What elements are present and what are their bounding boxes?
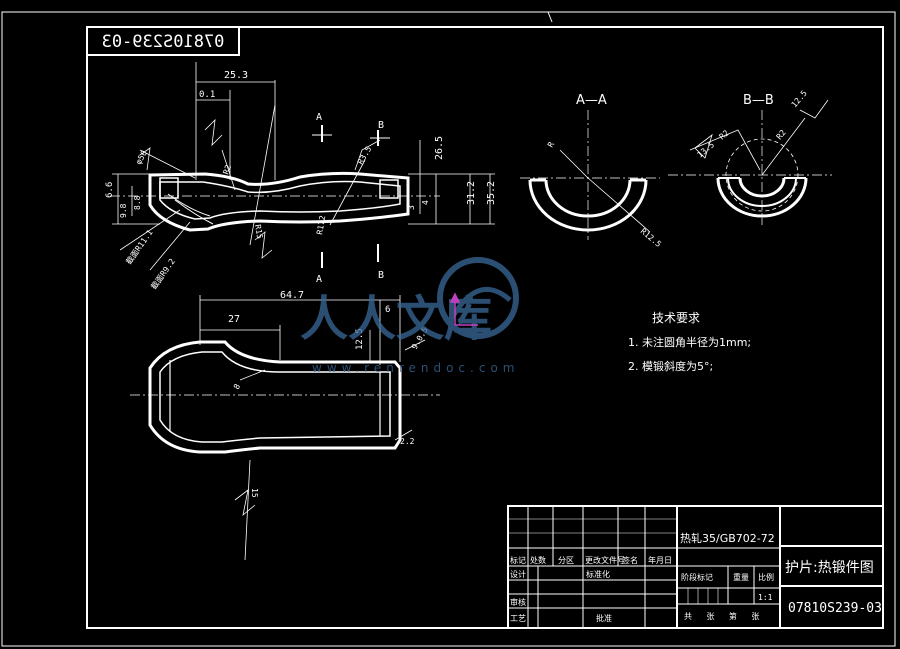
sheet-outer-border — [1, 11, 896, 647]
dim-r15: R15 — [253, 224, 264, 240]
tb-stage-label: 阶段标记 — [681, 572, 713, 582]
dim-35-2: 35.2 — [486, 181, 497, 205]
section-title-b-b: B—B — [743, 93, 774, 108]
dim-6: 6 — [385, 305, 390, 315]
tb-col-change-doc: 更改文件号 — [585, 555, 625, 565]
dim-r-a: R — [546, 140, 556, 149]
tb-col-date: 年月日 — [648, 555, 672, 565]
dim-31-2: 31.2 — [466, 181, 477, 205]
dim-phi50: φ50 — [134, 149, 149, 166]
mirrored-drawing-number: 07810S239-03 — [102, 32, 225, 52]
dim-9-8: 9.8 — [119, 203, 128, 218]
tb-row-review: 审核 — [510, 597, 526, 607]
tb-col-zone: 分区 — [558, 556, 574, 565]
drawing-frame — [86, 26, 884, 629]
tb-sheet-label: 共 张 第 张 — [684, 611, 759, 621]
dim-27: 27 — [228, 314, 240, 325]
dim-13-5: 13.5 — [696, 140, 717, 159]
sec-note-2: 截面R9.2 — [148, 256, 177, 291]
tb-col-sign: 签名 — [622, 555, 638, 565]
dim-r3-5: R3.5 — [356, 145, 374, 166]
tb-row-approve: 批准 — [596, 613, 612, 623]
section-mark-b-bottom: B — [378, 270, 384, 281]
watermark-site: www.renrendoc.com — [312, 361, 519, 375]
section-a-a-view — [520, 110, 660, 240]
dim-3: 3 — [407, 205, 416, 210]
dim-r172: R172 — [315, 215, 327, 236]
dim-0-1: 0.1 — [199, 90, 215, 100]
dim-12-5: 12.5 — [355, 328, 365, 350]
section-mark-a-top: A — [316, 112, 322, 123]
dim-r22: R2 — [775, 128, 788, 141]
watermark-brand: 人人文库 — [300, 291, 492, 347]
tech-req-heading: 技术要求 — [652, 311, 700, 325]
mirrored-number-box — [86, 26, 240, 56]
sec-note-1: 截面R11.1 — [123, 227, 154, 266]
tb-scale-label: 比例 — [758, 572, 774, 582]
section-b-b-view — [668, 99, 832, 225]
dim-12-5-b: 12.5 — [790, 89, 809, 110]
dim-8: 8 — [232, 382, 242, 391]
tb-col-mark: 标记 — [510, 555, 526, 565]
top-plan-view — [130, 295, 440, 561]
tb-row-standard: 标准化 — [586, 569, 610, 579]
section-mark-a-bottom: A — [316, 274, 322, 285]
tb-material: 热轧35/GB702-72 — [680, 531, 775, 545]
tb-drawing-number: 07810S239-03 — [788, 601, 882, 616]
tb-row-process: 工艺 — [510, 614, 526, 623]
title-block — [507, 505, 884, 629]
tb-scale-value: 1:1 — [758, 593, 773, 602]
dim-4: 4 — [421, 200, 430, 205]
dim-r15-top: 15 — [250, 488, 259, 498]
dim-2-8: 8.8 — [133, 195, 142, 210]
dim-r2: R2 — [221, 163, 233, 175]
dim-2-2: 2.2 — [400, 437, 415, 446]
tb-col-count: 处数 — [530, 555, 546, 565]
tech-req-line-2: 2. 模锻斜度为5°; — [628, 359, 713, 373]
dim-26-5: 26.5 — [434, 136, 445, 160]
tech-req-line-1: 1. 未注圆角半径为1mm; — [628, 335, 751, 349]
tb-part-title: 护片:热锻件图 — [785, 560, 874, 576]
dim-r12-5: R12.5 — [639, 227, 663, 249]
dim-6-6: 6.6 — [105, 182, 115, 198]
dim-64-7: 64.7 — [280, 290, 304, 301]
dim-r2-b: R2 — [718, 128, 731, 141]
tb-weight-label: 重量 — [733, 572, 749, 582]
dim-25-3: 25.3 — [224, 70, 248, 81]
tb-row-design: 设计 — [510, 569, 526, 579]
main-side-view — [110, 62, 495, 271]
section-title-a-a: A—A — [576, 93, 607, 108]
watermark: 人人文库 www.renrendoc.com — [300, 257, 519, 375]
section-mark-b-top: B — [378, 120, 384, 131]
ucs-axis-icon — [449, 292, 478, 326]
